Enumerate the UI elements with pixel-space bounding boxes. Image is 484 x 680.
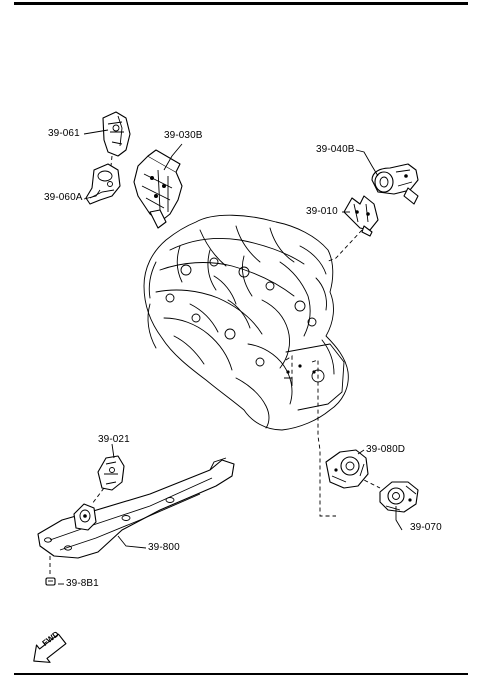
dashed-guide-39-010 [325, 229, 363, 263]
label-39-061: 39-061 [48, 128, 80, 139]
label-39-800: 39-800 [148, 542, 180, 553]
part-39-040B-mount [371, 163, 419, 205]
label-39-030B: 39-030B [164, 130, 203, 141]
part-39-080D-mount [325, 449, 369, 489]
dashed-guide-39-080D [311, 359, 336, 517]
dashed-guide-39-021 [91, 487, 105, 505]
leader-lines [58, 129, 403, 585]
part-39-8B1-bolt [45, 577, 56, 586]
label-39-040B: 39-040B [316, 144, 355, 155]
label-39-021: 39-021 [98, 434, 130, 445]
part-39-010-bracket [343, 195, 379, 237]
label-39-070: 39-070 [410, 522, 442, 533]
part-39-030B-mount [133, 149, 183, 229]
label-39-080D: 39-080D [366, 444, 406, 455]
part-39-800-crossmember [37, 457, 235, 559]
part-39-061-bracket [102, 111, 131, 157]
label-39-060A: 39-060A [44, 192, 83, 203]
transmission-bracket-marks [284, 364, 316, 386]
fwd-arrow [33, 633, 67, 663]
part-39-070-mount [379, 481, 419, 513]
bottom-border-rule [14, 673, 468, 675]
part-39-021-bracket [97, 455, 125, 491]
top-border-rule [14, 2, 468, 5]
dashed-guide-trans-a [285, 355, 293, 380]
part-39-060A-mount [85, 163, 121, 205]
engine-assembly [143, 214, 349, 431]
label-39-010: 39-010 [306, 206, 338, 217]
label-39-8B1: 39-8B1 [66, 578, 99, 589]
